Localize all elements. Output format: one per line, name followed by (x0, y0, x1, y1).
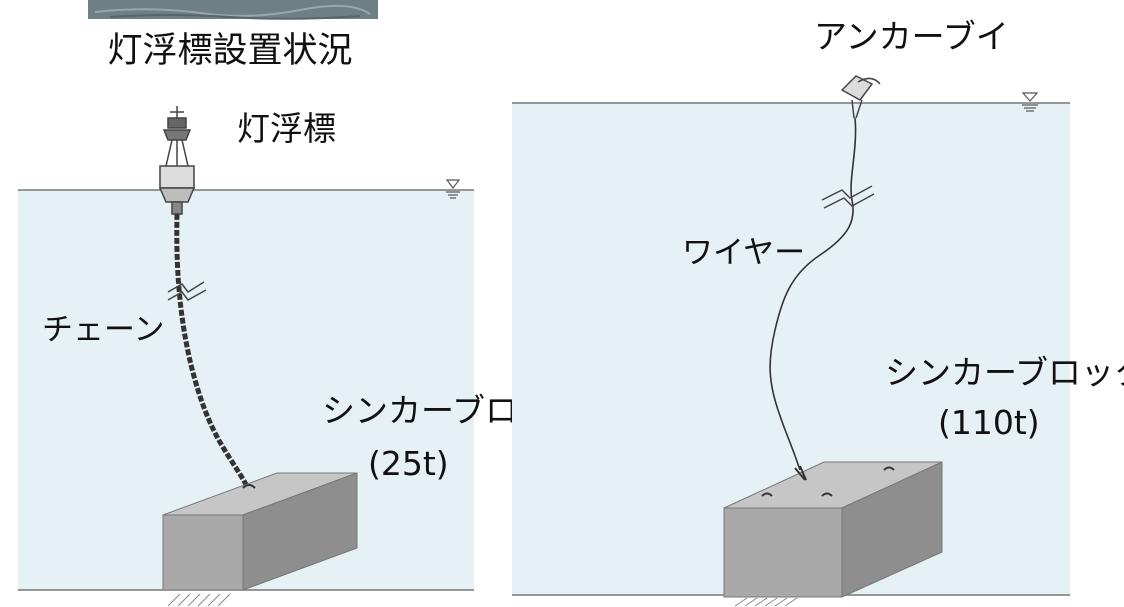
seabed-hatch-right (734, 597, 798, 607)
water-level-icon (1021, 92, 1039, 112)
left-panel: 灯浮標 チェーン シンカーブロック (25t) (18, 106, 584, 607)
lighted-buoy-icon (158, 106, 196, 215)
wire-break-icon (821, 185, 873, 201)
sinker-label-right: シンカーブロック (885, 353, 1124, 392)
sinker-weight-right: (110t) (938, 403, 1040, 442)
chain-label: チェーン (42, 312, 164, 348)
buoy-label: 灯浮標 (237, 109, 336, 148)
photo-strip (88, 0, 378, 20)
water-level-icon (445, 179, 461, 199)
sinker-block-right (723, 461, 943, 598)
sinker-weight-left: (25t) (368, 444, 449, 483)
chain-break-icon (167, 281, 205, 294)
sinker-block-left (162, 472, 358, 591)
seabed-hatch-left (167, 593, 231, 607)
right-panel: アンカーブイ ワイヤー (512, 17, 1124, 607)
photo-caption: 灯浮標設置状況 (107, 31, 352, 71)
chain-line (174, 213, 251, 490)
anchor-buoy-icon (840, 75, 881, 119)
anchor-buoy-label: アンカーブイ (814, 17, 1009, 56)
wire-line (769, 117, 857, 471)
wire-label: ワイヤー (682, 235, 805, 271)
